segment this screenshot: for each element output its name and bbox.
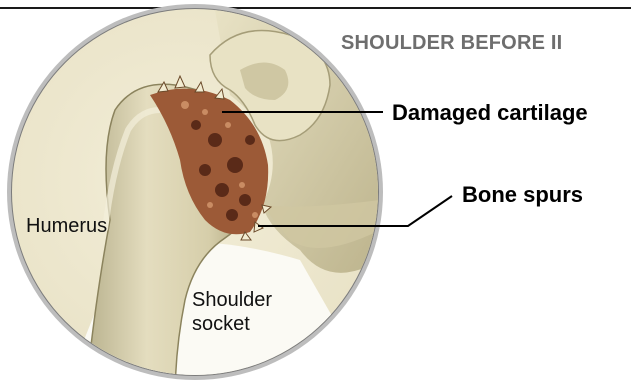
label-shoulder-socket-line2: socket <box>192 312 272 336</box>
callout-damaged-cartilage: Damaged cartilage <box>392 100 588 126</box>
label-humerus: Humerus <box>26 214 107 238</box>
label-shoulder-socket: Shoulder socket <box>192 288 272 336</box>
callout-bone-spurs: Bone spurs <box>462 182 583 208</box>
label-shoulder-socket-line1: Shoulder <box>192 288 272 312</box>
diagram-title: SHOULDER BEFORE II <box>341 32 562 55</box>
